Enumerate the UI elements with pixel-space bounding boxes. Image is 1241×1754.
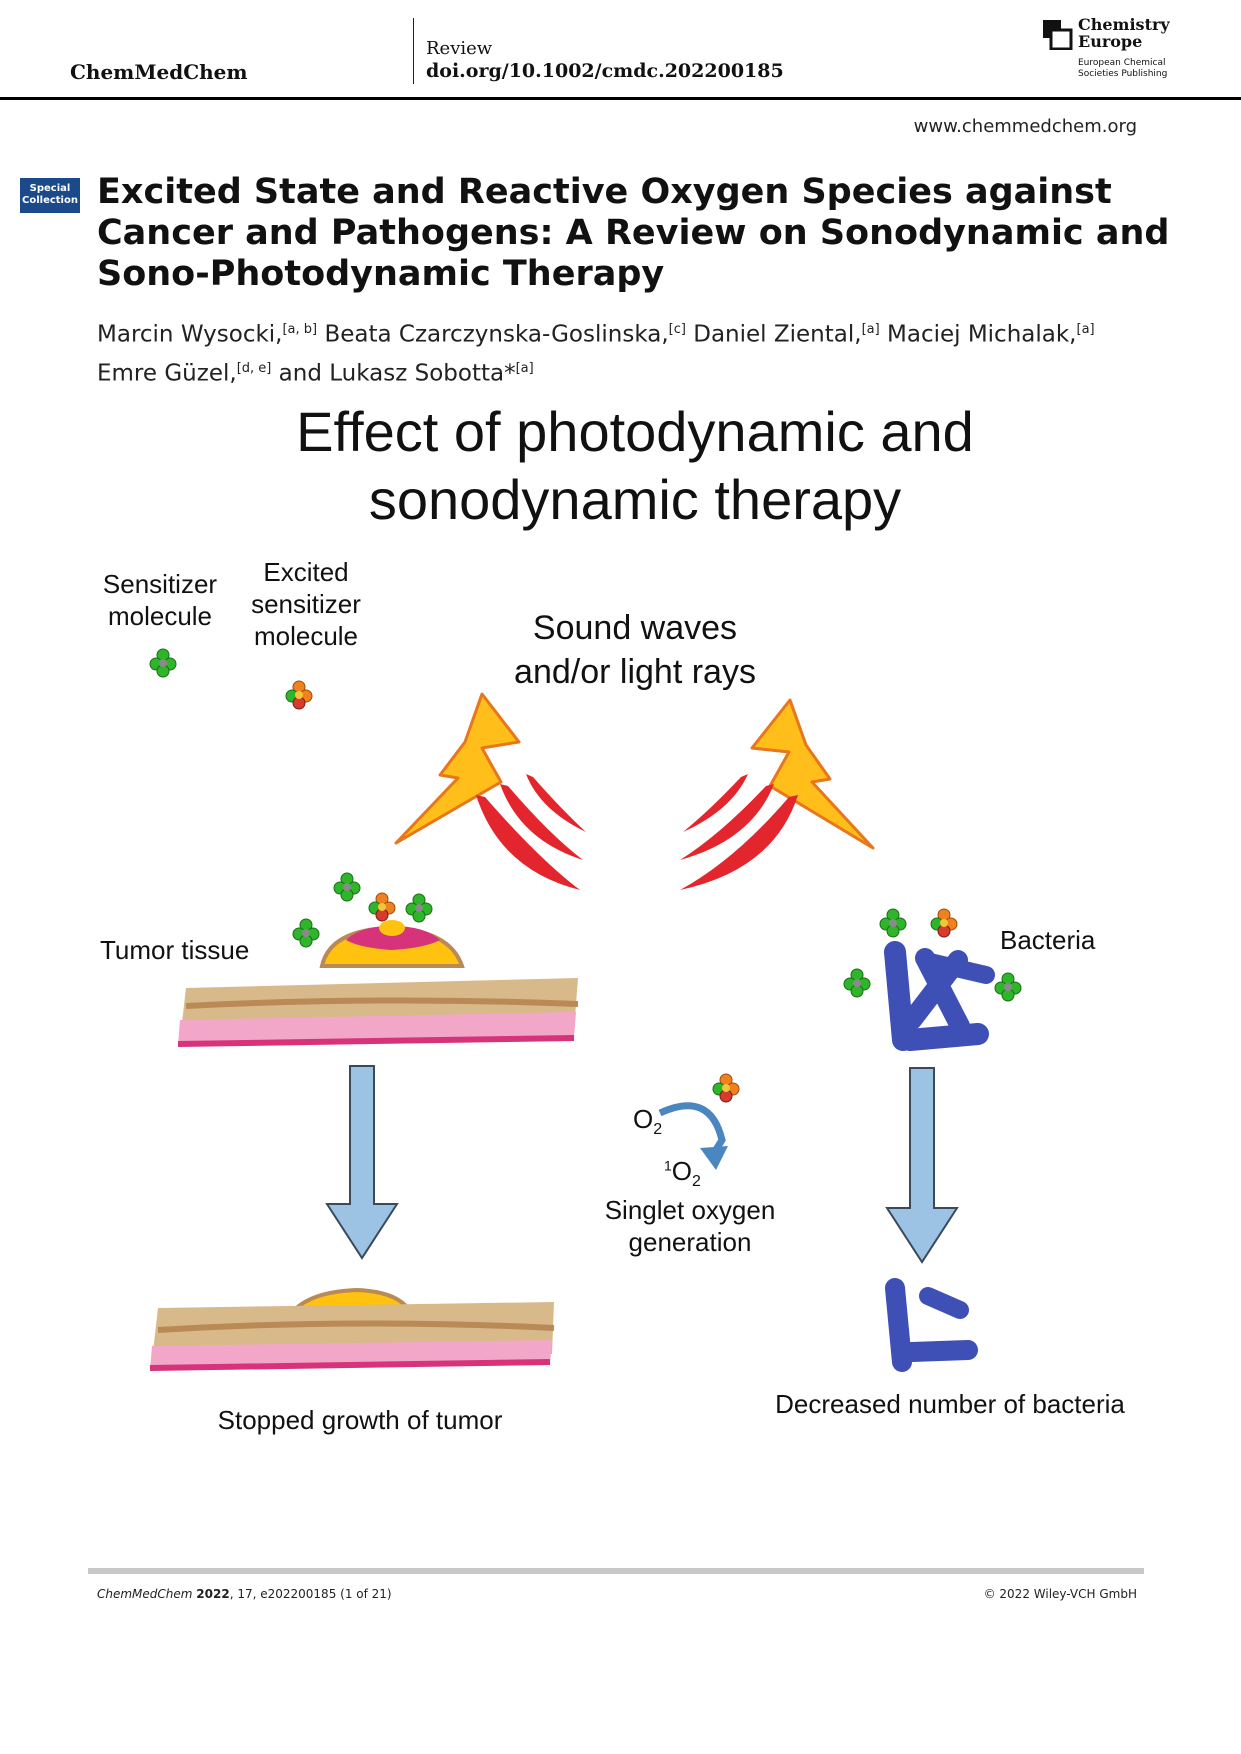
publisher-subtitle: European Chemical Societies Publishing xyxy=(1078,58,1167,80)
header-rule xyxy=(0,97,1241,100)
sensitizer-label-line1: Sensitizer xyxy=(102,569,218,599)
author-name[interactable]: Daniel Ziental, xyxy=(693,321,862,348)
doi-link[interactable]: doi.org/10.1002/cmdc.202200185 xyxy=(426,60,784,82)
badge-line2: Collection xyxy=(22,195,78,206)
author-affiliation: [a, b] xyxy=(282,322,318,337)
singlet-label-line1: Singlet oxygen xyxy=(604,1195,776,1225)
sensitizer-label: Sensitizer molecule xyxy=(80,568,240,632)
sensitizer-label-line2: molecule xyxy=(107,601,213,631)
treated-tissue-illustration xyxy=(149,1287,555,1371)
journal-name: ChemMedChem xyxy=(70,60,248,84)
singlet-subscript: 2 xyxy=(692,1173,701,1191)
author-name[interactable]: Emre Güzel, xyxy=(97,360,237,387)
figure-title: Effect of photodynamic and sonodynamic t… xyxy=(160,398,1110,534)
down-arrow-bacteria-icon xyxy=(885,1067,959,1264)
journal-website-link[interactable]: www.chemmedchem.org xyxy=(913,116,1137,137)
singlet-label-line2: generation xyxy=(628,1227,752,1257)
excited-label-line3: molecule xyxy=(253,621,359,651)
sound-waves-line1: Sound waves xyxy=(532,609,738,647)
author-affiliation: [a] xyxy=(861,322,880,337)
oxygen-arrowhead-icon xyxy=(700,1146,728,1170)
badge-line1: Special xyxy=(29,183,71,194)
sensitizer-molecule-icon xyxy=(292,918,320,948)
sound-wave-left-icon xyxy=(476,774,586,890)
light-ray-bolt-icon xyxy=(394,692,521,845)
tumor-tissue-label: Tumor tissue xyxy=(100,935,250,965)
light-ray-bolt-icon xyxy=(750,698,875,850)
bacteria-cluster-icon xyxy=(884,941,995,1051)
singlet-oxygen-label: Singlet oxygen generation xyxy=(580,1194,800,1258)
citation-rest: , 17, e202200185 (1 of 21) xyxy=(229,1587,392,1601)
singlet-o: O xyxy=(671,1156,693,1186)
excited-sensitizer-icon xyxy=(368,892,396,922)
author-affiliation: [d, e] xyxy=(236,360,272,376)
remaining-bacteria-icon xyxy=(885,1278,978,1372)
publisher-sub-line1: European Chemical xyxy=(1078,58,1166,68)
sound-waves-label: Sound waves and/or light rays xyxy=(470,606,800,694)
author-affiliation: [c] xyxy=(668,322,686,337)
publisher-title: Chemistry Europe xyxy=(1078,16,1170,50)
excited-label-line2: sensitizer xyxy=(251,589,361,619)
author-affiliation: [a] xyxy=(1076,322,1095,337)
sensitizer-molecule-icon xyxy=(843,968,871,998)
bacteria-label: Bacteria xyxy=(1000,925,1096,955)
sound-wave-right-icon xyxy=(680,774,798,890)
down-arrow-tumor-icon xyxy=(325,1065,399,1260)
author-affiliation: [a] xyxy=(515,360,534,376)
stopped-growth-label: Stopped growth of tumor xyxy=(217,1405,503,1435)
sensitizer-molecule-icon xyxy=(405,893,433,923)
publisher-title-line2: Europe xyxy=(1078,32,1143,51)
decreased-bacteria-label: Decreased number of bacteria xyxy=(775,1389,1125,1419)
figure-title-line2: sonodynamic therapy xyxy=(368,468,902,531)
sensitizer-molecule-icon xyxy=(994,972,1022,1002)
publisher-title-line1: Chemistry xyxy=(1078,15,1170,34)
excited-label-line1: Excited xyxy=(263,557,349,587)
excited-sensitizer-icon xyxy=(930,908,958,938)
figure-title-line1: Effect of photodynamic and xyxy=(296,400,974,463)
sensitizer-molecule-icon xyxy=(333,872,361,902)
excited-sensitizer-label: Excited sensitizer molecule xyxy=(226,556,386,652)
article-title: Excited State and Reactive Oxygen Specie… xyxy=(97,172,1170,294)
chemistry-europe-logo-icon xyxy=(1043,20,1073,50)
oxygen-subscript: 2 xyxy=(653,1121,663,1139)
article-type: Review xyxy=(426,38,493,59)
citation: ChemMedChem 2022, 17, e202200185 (1 of 2… xyxy=(97,1587,392,1601)
tumor-tissue-illustration xyxy=(177,920,579,1047)
excited-sensitizer-icon xyxy=(285,680,313,710)
publisher-sub-line2: Societies Publishing xyxy=(1078,69,1168,79)
special-collection-badge[interactable]: Special Collection xyxy=(20,178,80,213)
author-list: Marcin Wysocki,[a, b] Beata Czarczynska-… xyxy=(97,313,1177,390)
singlet-superscript: 1 xyxy=(664,1157,672,1174)
author-name[interactable]: and Lukasz Sobotta* xyxy=(278,360,516,387)
citation-journal: ChemMedChem xyxy=(97,1587,193,1601)
header-separator xyxy=(413,18,414,84)
author-name[interactable]: Beata Czarczynska-Goslinska, xyxy=(324,321,669,348)
author-name[interactable]: Marcin Wysocki, xyxy=(97,321,283,348)
singlet-oxygen-symbol: 1O2 xyxy=(664,1156,701,1191)
oxygen-symbol: O xyxy=(633,1104,654,1134)
author-name[interactable]: Maciej Michalak, xyxy=(887,321,1077,348)
sensitizer-molecule-icon xyxy=(149,648,177,678)
footer-rule xyxy=(88,1568,1144,1574)
oxygen-conversion-arrow-icon xyxy=(658,1102,726,1158)
oxygen-label: O2 xyxy=(633,1104,662,1139)
sound-waves-line2: and/or light rays xyxy=(514,653,756,691)
citation-year: 2022 xyxy=(196,1587,230,1601)
sensitizer-molecule-icon xyxy=(879,908,907,938)
excited-sensitizer-icon xyxy=(712,1073,740,1103)
copyright: © 2022 Wiley-VCH GmbH xyxy=(983,1587,1137,1601)
